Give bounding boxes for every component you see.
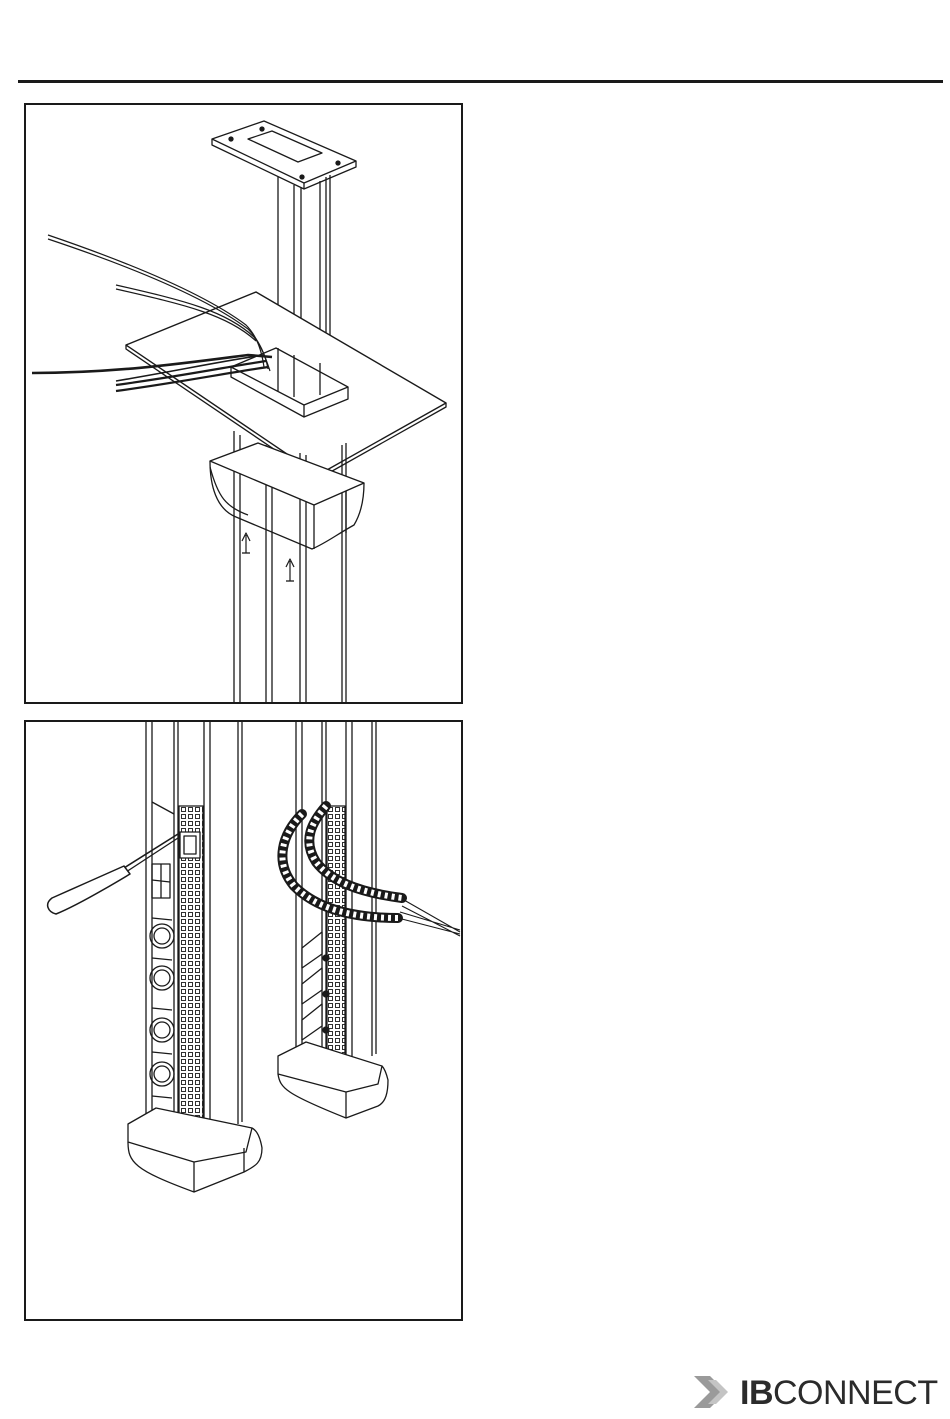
ibconnect-chevron-icon [694, 1374, 734, 1410]
brand-wordmark: IBCONNECT [740, 1374, 938, 1412]
column-cable-feed-illustration [26, 105, 461, 702]
brand-logo: IBCONNECT [694, 1374, 934, 1414]
column-screwdriver-cable-chain-illustration [26, 722, 461, 1319]
figure-1 [24, 103, 463, 704]
figure-2 [24, 720, 463, 1321]
brand-ib: IB [740, 1374, 773, 1412]
brand-connect: CONNECT [773, 1374, 938, 1412]
header-rule [18, 80, 943, 83]
